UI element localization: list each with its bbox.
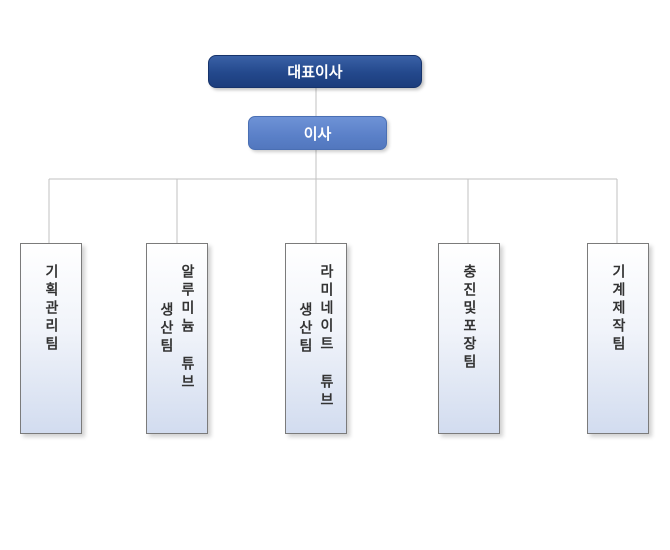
team-label-laminate-line2: 생산팀 — [297, 302, 313, 356]
team-node-aluminum-tube: 알루미늄 튜브 생산팀 — [146, 243, 208, 434]
director-label: 이사 — [303, 124, 332, 143]
team-label-aluminum-line2: 생산팀 — [158, 302, 174, 356]
team-node-machine-building: 기계제작팀 — [587, 243, 649, 434]
team-label-aluminum-line1: 알루미늄 튜브 — [179, 264, 195, 392]
team-node-filling-packing: 충진및포장팀 — [438, 243, 500, 434]
ceo-node: 대표이사 — [208, 55, 422, 88]
director-node: 이사 — [248, 116, 387, 150]
team-label-packing: 충진및포장팀 — [461, 264, 477, 372]
team-node-planning: 기획관리팀 — [20, 243, 82, 434]
team-label-planning: 기획관리팀 — [43, 264, 59, 354]
ceo-label: 대표이사 — [287, 63, 343, 81]
team-node-laminate-tube: 라미네이트 튜브 생산팀 — [285, 243, 347, 434]
team-label-machine: 기계제작팀 — [610, 264, 626, 354]
team-label-laminate-line1: 라미네이트 튜브 — [318, 264, 334, 410]
